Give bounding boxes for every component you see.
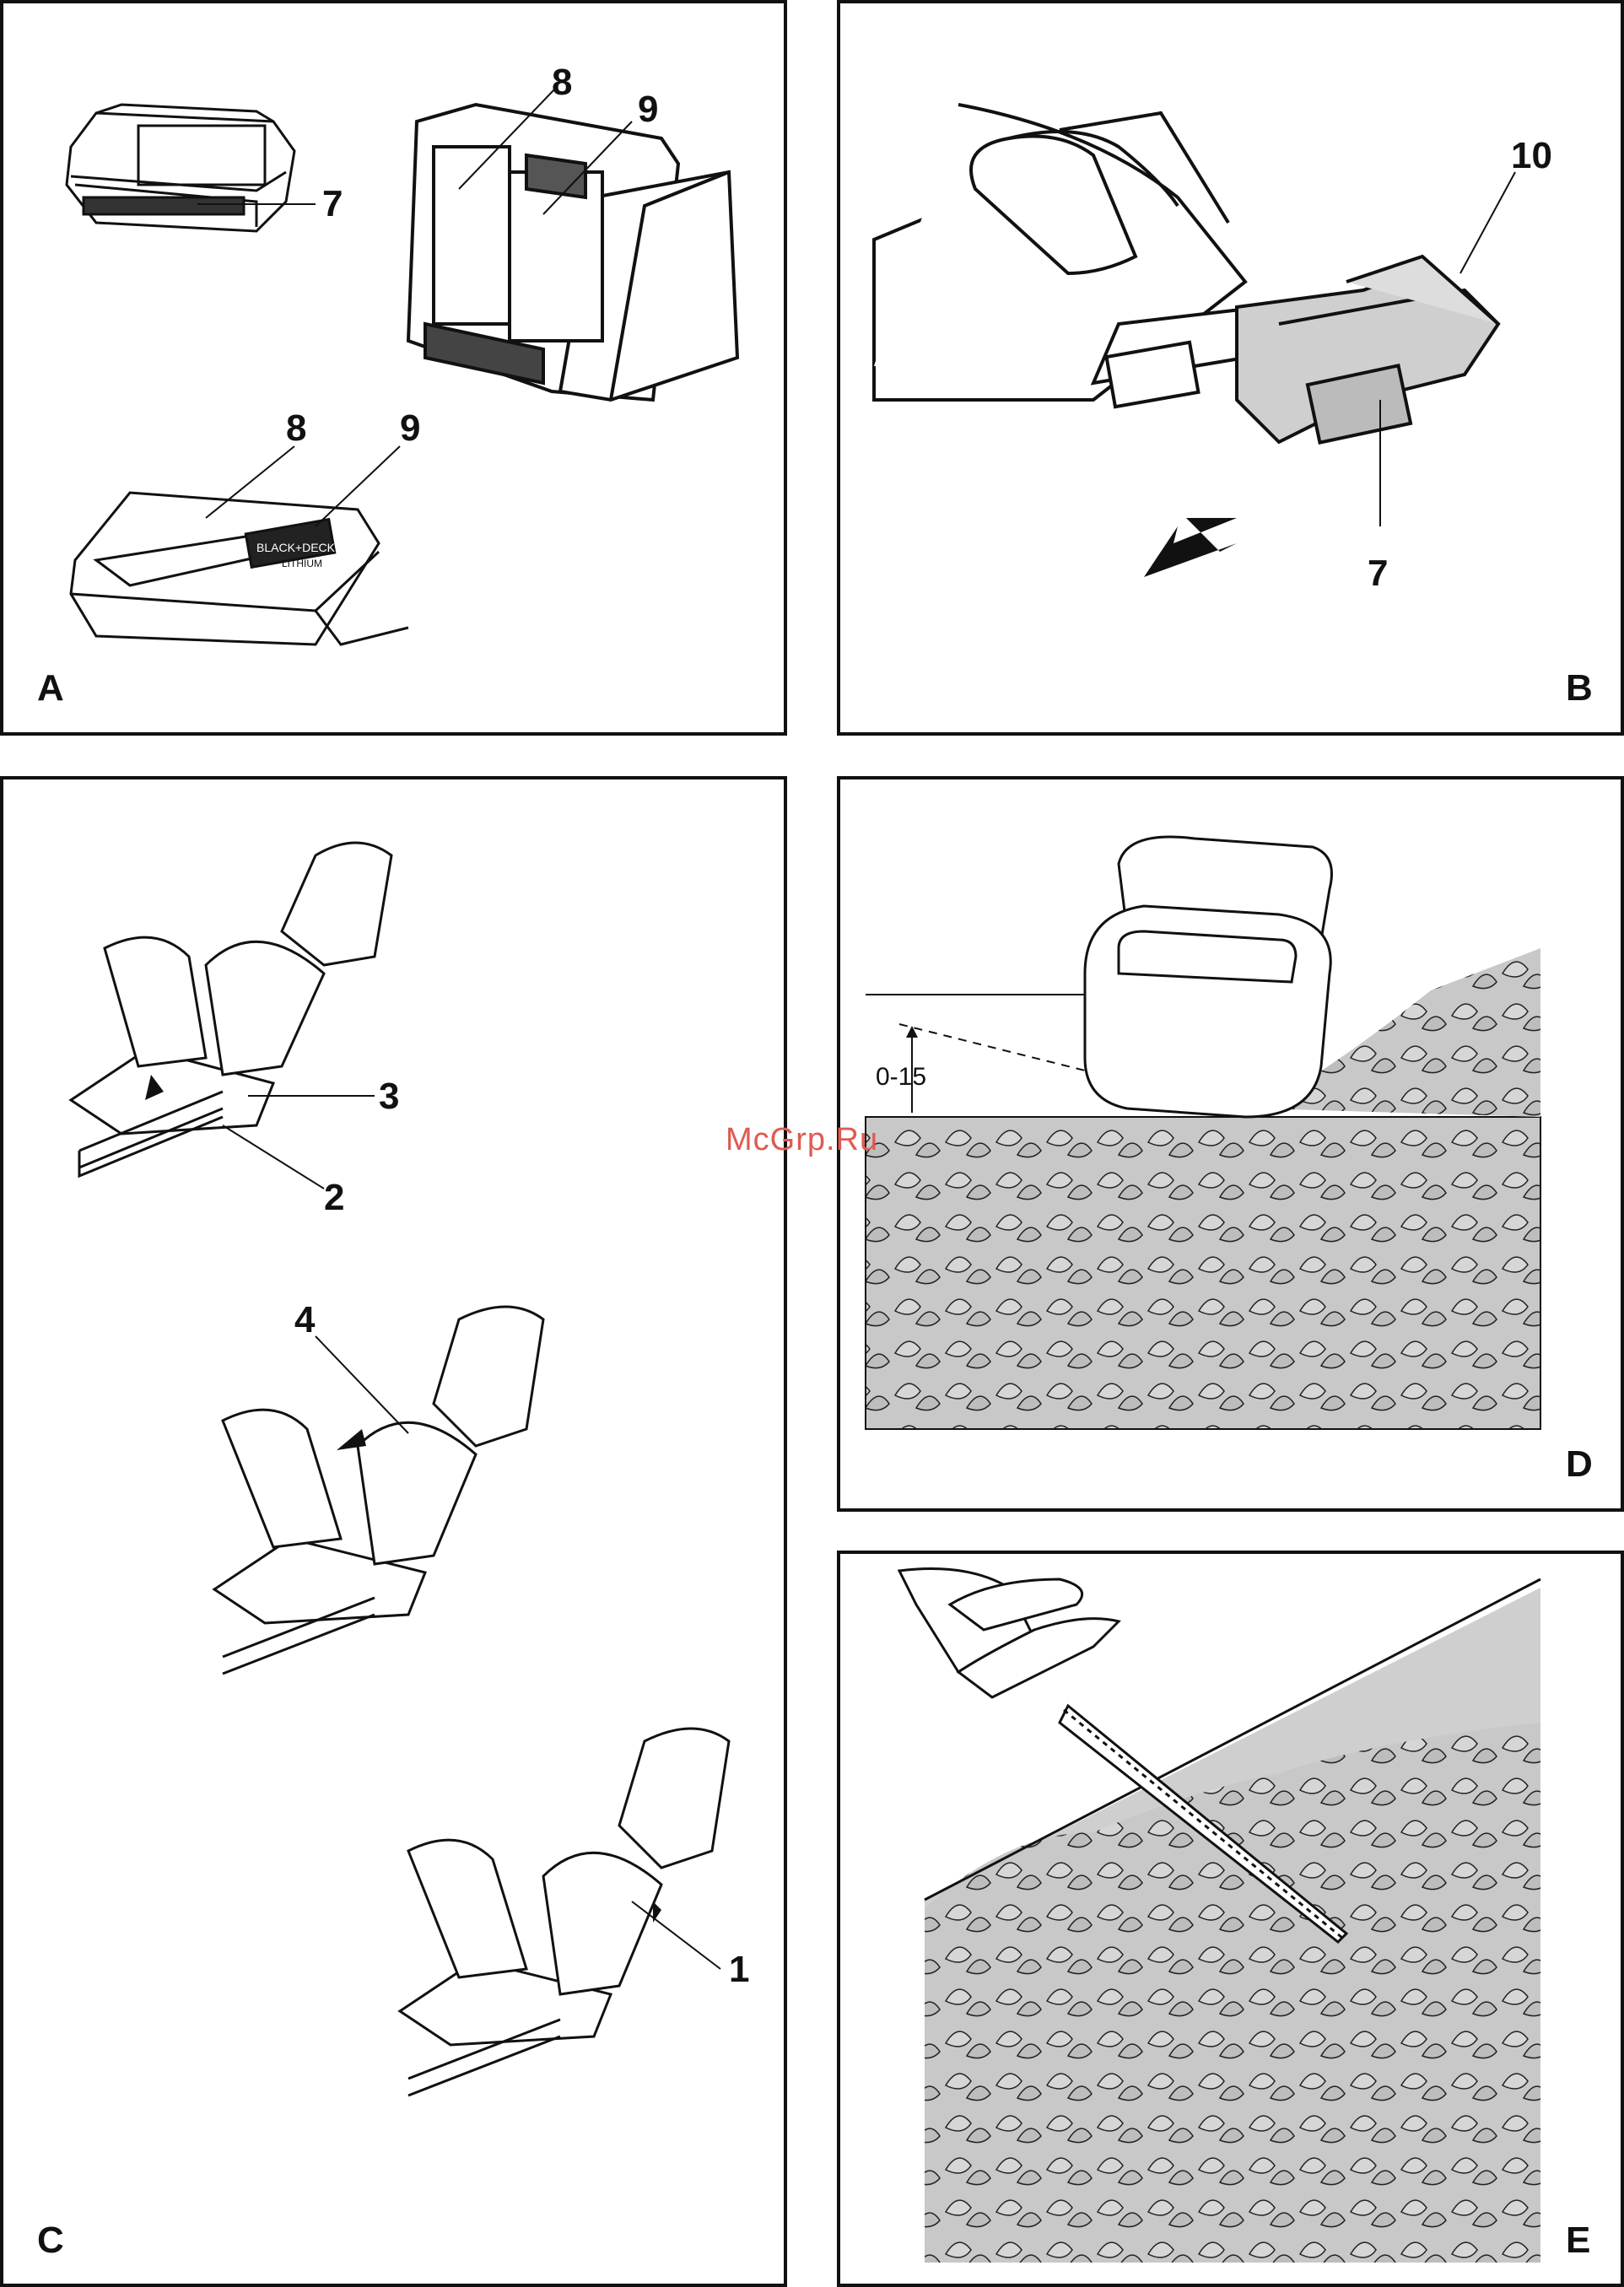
callout-7-a: 7: [322, 183, 343, 224]
wall-charger-illustration: [408, 105, 737, 400]
panel-d-illustration: 0-15: [840, 779, 1621, 1508]
trimmer-step-2-illustration: [214, 1307, 543, 1674]
callout-8-a-top: 8: [552, 62, 572, 103]
panel-e-illustration: [840, 1554, 1621, 2284]
panel-letter-e: E: [1566, 2222, 1590, 2259]
battery-pack-insert-illustration: [1237, 256, 1498, 443]
panel-letter-d: D: [1566, 1446, 1593, 1483]
desk-charger-illustration: [71, 493, 408, 645]
callout-1-c: 1: [729, 1949, 749, 1990]
trimmer-step-1-illustration: [71, 843, 391, 1176]
hedge-foliage: [925, 1723, 1540, 2263]
figure-panel-a: 7 8 9 BLACK+DECKER LITHIUM 8 9 A: [0, 0, 787, 736]
panel-c-illustration: 3 2 4 1: [3, 779, 784, 2284]
trimmer-blade-cover-illustration: [1085, 837, 1332, 1117]
panel-letter-c: C: [37, 2222, 64, 2259]
hedge-foliage: [866, 1117, 1540, 1429]
brand-text: BLACK+DECKER: [256, 541, 351, 554]
callout-9-a-bottom: 9: [400, 407, 420, 449]
hedge-trimmer-body-illustration: [874, 105, 1262, 407]
panel-a-illustration: 7 8 9 BLACK+DECKER LITHIUM 8 9: [3, 3, 784, 732]
watermark-text: McGrp.Ru: [726, 1122, 878, 1158]
angle-dashed-line: [899, 1024, 1085, 1071]
callout-7-b: 7: [1368, 553, 1388, 594]
figure-panel-b: 10 7 B: [837, 0, 1624, 736]
callout-3-c: 3: [379, 1076, 399, 1117]
charger-lithium-text: LITHIUM: [282, 558, 322, 569]
trimmer-step-3-illustration: [400, 1729, 729, 2096]
figure-panel-e: E: [837, 1551, 1624, 2287]
panel-letter-a: A: [37, 670, 64, 707]
direction-arrow-icon: [1144, 518, 1237, 577]
callout-8-a-bottom: 8: [286, 407, 306, 449]
angle-label: 0-15: [876, 1063, 926, 1091]
callout-9-a-top: 9: [638, 89, 658, 130]
figure-panel-c: 3 2 4 1 C: [0, 776, 787, 2287]
panel-b-illustration: 10 7: [840, 3, 1621, 732]
callout-10-b: 10: [1511, 135, 1552, 176]
figure-panel-d: 0-15 D: [837, 776, 1624, 1512]
callout-2-c: 2: [324, 1177, 344, 1218]
battery-pack-illustration: [67, 105, 294, 231]
panel-letter-b: B: [1566, 670, 1593, 707]
callout-4-c: 4: [294, 1299, 316, 1340]
